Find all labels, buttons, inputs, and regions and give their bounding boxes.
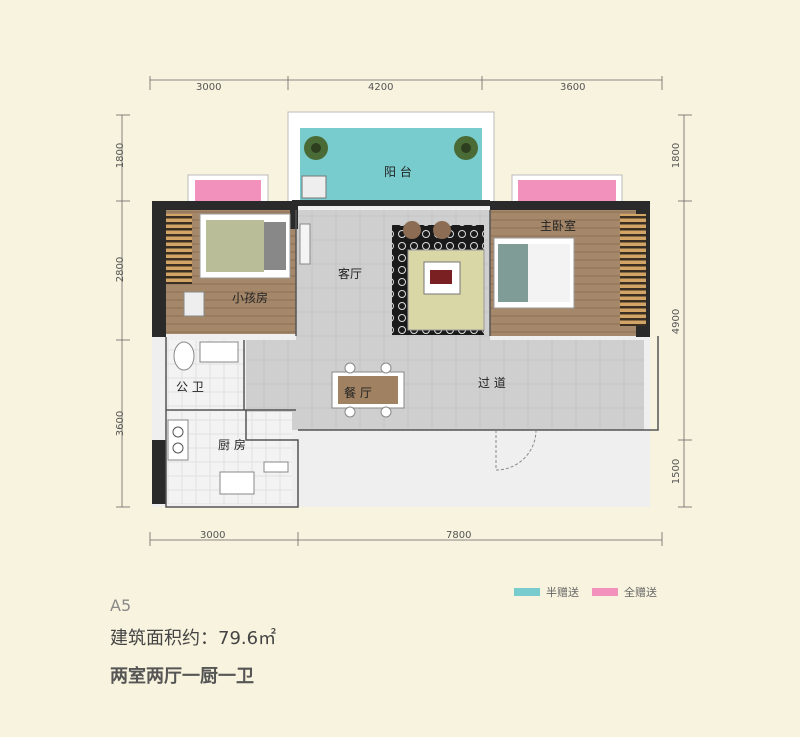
plant-icon bbox=[304, 136, 478, 160]
dim-left-1: 1800 bbox=[115, 142, 127, 169]
legend-label-half: 半赠送 bbox=[546, 586, 579, 599]
dim-right-1: 1800 bbox=[671, 142, 683, 169]
legend-label-full: 全赠送 bbox=[624, 586, 657, 599]
child-bay bbox=[195, 180, 261, 204]
master-bay bbox=[518, 180, 616, 204]
tv-cabinet bbox=[299, 223, 311, 265]
room-label-bath: 公 卫 bbox=[176, 380, 204, 394]
dimension-lines bbox=[116, 76, 692, 546]
armchair-icon bbox=[403, 221, 451, 239]
legend-swatch-half bbox=[514, 588, 540, 596]
toilet-icon bbox=[173, 341, 195, 371]
legend-swatch-full bbox=[592, 588, 618, 596]
dim-right-2: 4900 bbox=[671, 308, 683, 335]
balcony-area bbox=[300, 128, 482, 200]
stove-icon bbox=[167, 419, 189, 461]
room-label-child: 小孩房 bbox=[232, 291, 269, 305]
dim-left-3: 3600 bbox=[115, 410, 127, 437]
washer-icon bbox=[301, 175, 327, 199]
room-label-corridor: 过 道 bbox=[478, 376, 506, 390]
child-wardrobe bbox=[166, 214, 192, 284]
room-label-balcony: 阳 台 bbox=[384, 165, 412, 179]
dim-bottom-1: 3000 bbox=[200, 530, 226, 541]
master-wardrobe bbox=[620, 214, 646, 326]
dim-top-3: 3600 bbox=[560, 82, 586, 93]
room-label-living: 客厅 bbox=[338, 267, 363, 281]
unit-layout: 两室两厅一厨一卫 bbox=[110, 666, 254, 687]
wall-outlines bbox=[165, 210, 659, 508]
legend-half: 半赠送 bbox=[514, 584, 579, 600]
chair-icon bbox=[344, 362, 392, 418]
corridor-floor bbox=[246, 340, 644, 430]
dim-top-1: 3000 bbox=[196, 82, 222, 93]
sink-icon bbox=[199, 341, 239, 363]
dim-bottom-2: 7800 bbox=[446, 530, 472, 541]
room-label-dining: 餐 厅 bbox=[344, 386, 372, 400]
room-label-kitchen: 厨 房 bbox=[218, 438, 246, 452]
unit-code: A5 bbox=[110, 596, 132, 615]
dim-top-2: 4200 bbox=[368, 82, 394, 93]
unit-area: 建筑面积约：79.6㎡ bbox=[110, 628, 277, 649]
fridge-icon bbox=[263, 461, 289, 473]
legend-full: 全赠送 bbox=[592, 584, 657, 600]
dim-right-3: 1500 bbox=[671, 458, 683, 485]
entry-door bbox=[495, 429, 537, 471]
desk-chair-icon bbox=[183, 291, 205, 317]
kitchen-sink-icon bbox=[219, 471, 255, 495]
dim-left-2: 2800 bbox=[115, 256, 127, 283]
room-label-master: 主卧室 bbox=[540, 219, 577, 233]
